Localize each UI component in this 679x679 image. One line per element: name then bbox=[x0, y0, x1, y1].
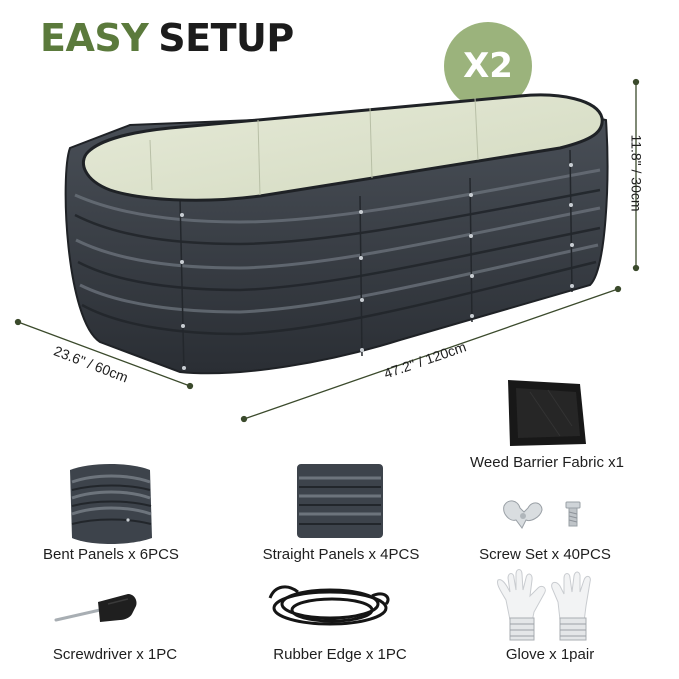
caption-rubber-edge: Rubber Edge x 1PC bbox=[273, 646, 407, 663]
screwdriver-icon bbox=[54, 594, 137, 622]
height-dimension-label: 11.8" / 30cm bbox=[628, 134, 645, 212]
caption-glove: Glove x 1pair bbox=[505, 646, 595, 663]
caption-screwdriver: Screwdriver x 1PC bbox=[52, 646, 178, 663]
height-dimension-line bbox=[632, 78, 640, 272]
quantity-badge-text: X2 bbox=[463, 46, 513, 86]
length-dimension-line bbox=[240, 285, 622, 423]
straight-panel-icon bbox=[297, 464, 383, 538]
caption-bent-panels: Bent Panels x 6PCS bbox=[43, 546, 179, 563]
width-dimension-line bbox=[14, 318, 194, 390]
rubber-edge-icon bbox=[268, 585, 390, 626]
glove-icon bbox=[497, 569, 591, 641]
interior-seams bbox=[149, 97, 479, 196]
headline-easy: EASY bbox=[40, 16, 149, 60]
headline-setup: SETUP bbox=[158, 16, 294, 60]
bent-panel-icon bbox=[70, 464, 152, 544]
screw-set-icon bbox=[503, 500, 581, 529]
raised-bed-interior bbox=[82, 93, 604, 202]
caption-straight-panels: Straight Panels x 4PCS bbox=[262, 546, 420, 563]
caption-screw-set: Screw Set x 40PCS bbox=[479, 546, 611, 563]
fabric-icon bbox=[508, 380, 586, 446]
caption-weed-barrier-fabric: Weed Barrier Fabric x1 bbox=[470, 454, 624, 471]
